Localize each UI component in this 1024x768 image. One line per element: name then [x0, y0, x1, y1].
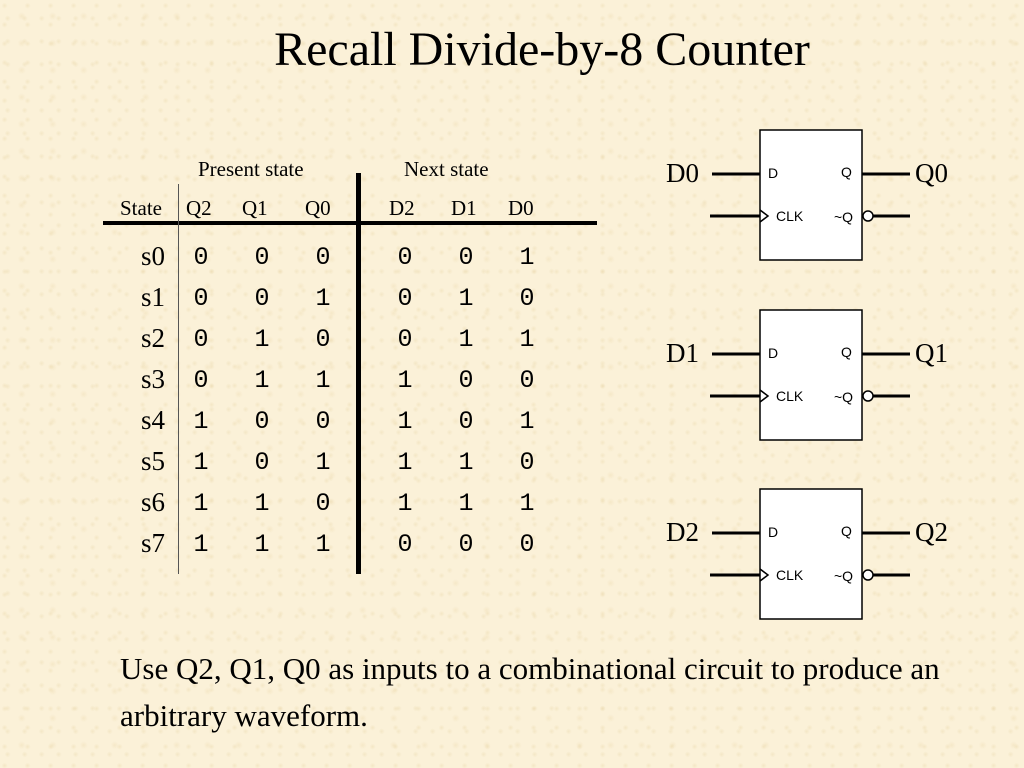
cell-q1: 0 — [254, 407, 270, 436]
cell-d1: 0 — [458, 366, 474, 395]
cell-d1: 0 — [458, 407, 474, 436]
ff1-output-label: Q1 — [915, 338, 948, 368]
footer-text: Use Q2, Q1, Q0 as inputs to a combinatio… — [120, 651, 940, 733]
next-state-header: Next state — [404, 157, 489, 181]
col-header-q1: Q1 — [242, 196, 268, 220]
cell-d0: 0 — [519, 366, 535, 395]
ff2-pin-clk: CLK — [776, 567, 804, 583]
present-state-header: Present state — [198, 157, 304, 181]
cell-d1: 0 — [458, 243, 474, 272]
cell-d2: 1 — [397, 489, 413, 518]
cell-q1: 1 — [254, 325, 270, 354]
present-next-divider — [356, 173, 361, 574]
cell-q2: 0 — [193, 243, 209, 272]
cell-q2: 1 — [193, 448, 209, 477]
flipflop-0 — [708, 128, 912, 262]
cell-d0: 1 — [519, 489, 535, 518]
col-header-d1: D1 — [451, 196, 477, 220]
ff1-pin-q: Q — [841, 344, 852, 360]
cell-q1: 1 — [254, 366, 270, 395]
flipflop-1 — [708, 308, 912, 442]
cell-d0: 1 — [519, 243, 535, 272]
cell-q0: 0 — [315, 243, 331, 272]
state-label: s1 — [140, 282, 165, 312]
cell-q2: 1 — [193, 489, 209, 518]
cell-d2: 1 — [397, 448, 413, 477]
cell-d0: 1 — [519, 325, 535, 354]
cell-d0: 0 — [519, 284, 535, 313]
ff2-input-label: D2 — [666, 517, 699, 547]
state-label: s0 — [140, 241, 165, 271]
ff0-input-label: D0 — [666, 158, 699, 188]
ff0-pin-d: D — [768, 165, 778, 181]
cell-d2: 0 — [397, 325, 413, 354]
state-label: s7 — [140, 528, 165, 558]
ff1-input-label: D1 — [666, 338, 699, 368]
cell-q2: 1 — [193, 530, 209, 559]
ff1-pin-d: D — [768, 345, 778, 361]
cell-d0: 0 — [519, 530, 535, 559]
state-label: s5 — [140, 446, 165, 476]
ff0-pin-nq: ~Q — [834, 209, 853, 225]
cell-d1: 1 — [458, 325, 474, 354]
state-label: s6 — [140, 487, 165, 517]
cell-q0: 0 — [315, 407, 331, 436]
ff0-output-label: Q0 — [915, 158, 948, 188]
cell-q0: 1 — [315, 366, 331, 395]
ff1-pin-clk: CLK — [776, 388, 804, 404]
cell-q0: 0 — [315, 489, 331, 518]
col-header-state: State — [120, 196, 162, 220]
cell-q1: 1 — [254, 530, 270, 559]
cell-q0: 1 — [315, 284, 331, 313]
cell-q1: 0 — [254, 243, 270, 272]
cell-d2: 1 — [397, 366, 413, 395]
cell-q2: 0 — [193, 284, 209, 313]
cell-d0: 1 — [519, 407, 535, 436]
ff2-pin-q: Q — [841, 523, 852, 539]
cell-q1: 0 — [254, 448, 270, 477]
ff2-output-label: Q2 — [915, 517, 948, 547]
cell-d2: 1 — [397, 407, 413, 436]
cell-q2: 0 — [193, 325, 209, 354]
ff2-pin-nq: ~Q — [834, 568, 853, 584]
state-label: s4 — [140, 405, 165, 435]
col-header-q0: Q0 — [305, 196, 331, 220]
cell-q2: 0 — [193, 366, 209, 395]
ff1-pin-nq: ~Q — [834, 389, 853, 405]
col-header-q2: Q2 — [186, 196, 212, 220]
col-header-d0: D0 — [508, 196, 534, 220]
flipflop-2 — [708, 487, 912, 621]
cell-q0: 1 — [315, 448, 331, 477]
cell-d0: 0 — [519, 448, 535, 477]
cell-q1: 1 — [254, 489, 270, 518]
cell-q2: 1 — [193, 407, 209, 436]
cell-q1: 0 — [254, 284, 270, 313]
cell-d2: 0 — [397, 284, 413, 313]
state-label: s3 — [140, 364, 165, 394]
cell-d1: 1 — [458, 284, 474, 313]
ff0-pin-clk: CLK — [776, 208, 804, 224]
cell-q0: 0 — [315, 325, 331, 354]
ff2-pin-d: D — [768, 524, 778, 540]
cell-d1: 1 — [458, 489, 474, 518]
cell-d1: 1 — [458, 448, 474, 477]
state-column-divider — [178, 184, 179, 574]
col-header-d2: D2 — [389, 196, 415, 220]
cell-q0: 1 — [315, 530, 331, 559]
state-label: s2 — [140, 323, 165, 353]
slide-title: Recall Divide-by-8 Counter — [274, 23, 810, 76]
ff0-pin-q: Q — [841, 164, 852, 180]
cell-d2: 0 — [397, 243, 413, 272]
cell-d2: 0 — [397, 530, 413, 559]
cell-d1: 0 — [458, 530, 474, 559]
header-divider — [103, 221, 597, 225]
